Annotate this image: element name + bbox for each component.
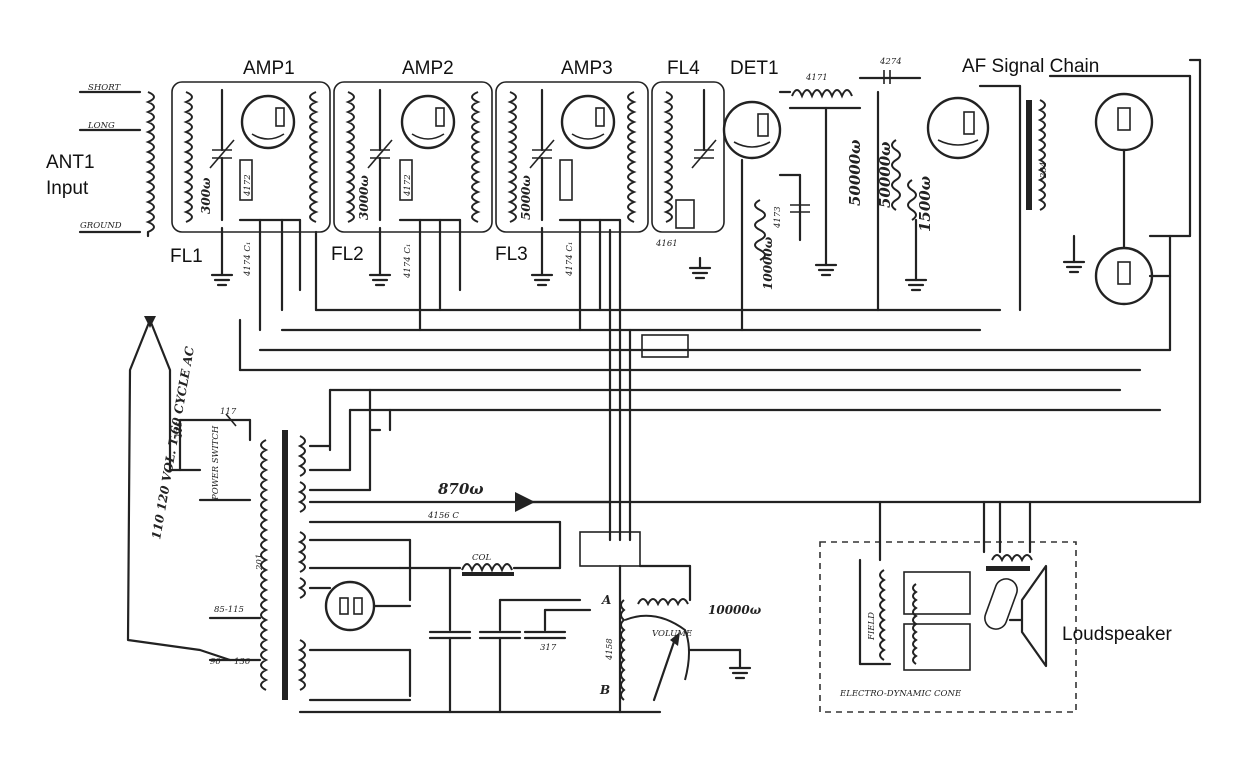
note-short: SHORT	[88, 83, 121, 93]
loudspeaker-unit	[819, 58, 1202, 713]
note-part-117: 117	[220, 407, 237, 417]
label-ant1: ANT1	[46, 152, 95, 173]
label-fl4: FL4	[667, 58, 700, 79]
label-ant1-input: Input	[46, 178, 89, 199]
label-fl2: FL2	[331, 244, 364, 265]
note-r2: 3000ω	[357, 175, 371, 220]
note-ground: GROUND	[80, 221, 122, 231]
note-r-volume: 10000ω	[708, 603, 762, 617]
stage-3	[495, 81, 649, 287]
power-section	[126, 316, 1002, 714]
block-labels: AMP1 AMP2 AMP3 FL4 DET1 AF Signal Chain …	[46, 56, 1173, 645]
note-cap-2: 4174 C₁	[403, 244, 413, 279]
label-amp3: AMP3	[561, 58, 613, 79]
note-tap-85: 85-115	[214, 605, 244, 615]
stage-2	[333, 81, 493, 287]
stage-4-detector	[651, 81, 862, 280]
note-c-4156: 4156 C	[427, 511, 459, 521]
label-af-signal-chain: AF Signal Chain	[962, 56, 1099, 77]
note-part-4158: 4158	[605, 638, 615, 661]
note-long: LONG	[87, 121, 115, 131]
note-r-main: 870ω	[438, 480, 484, 498]
note-r-det: 10000ω	[761, 236, 775, 290]
note-supply: 110 120 VOL. T-60 CYCLE AC	[149, 345, 197, 541]
note-field: FIELD	[867, 612, 877, 641]
bus-wiring	[238, 158, 1172, 542]
note-tap-130: 130	[234, 657, 251, 667]
label-fl3: FL3	[495, 244, 528, 265]
note-point-a: A	[601, 593, 611, 607]
note-cap-3: 4174 C₁	[565, 242, 575, 277]
note-part-coil: COL	[472, 553, 491, 563]
note-r-af3: 1500ω	[916, 176, 934, 232]
note-part-116: 116	[175, 421, 185, 438]
note-volume: VOLUME	[652, 629, 693, 639]
note-cap-1: 4174 C₁	[243, 242, 253, 277]
note-part-4173: 4173	[773, 206, 783, 229]
label-amp1: AMP1	[243, 58, 295, 79]
note-r3: 5000ω	[519, 175, 533, 220]
note-part-284: 284	[1039, 162, 1049, 179]
note-part-4172-b: 4172	[403, 174, 413, 197]
volume-section	[579, 531, 752, 714]
stage-1	[171, 81, 331, 287]
label-loudspeaker: Loudspeaker	[1062, 624, 1173, 645]
af-signal-chain	[858, 70, 1192, 352]
note-electro-dynamic: ELECTRO-DYNAMIC CONE	[839, 689, 962, 699]
note-point-b: B	[599, 683, 610, 697]
note-part-4161: 4161	[655, 239, 678, 249]
note-tap-90: 90	[210, 657, 221, 667]
label-fl1: FL1	[170, 246, 203, 267]
label-det1: DET1	[730, 58, 779, 79]
note-r-af1: 50000ω	[846, 140, 864, 206]
note-part-317: 317	[540, 643, 557, 653]
label-amp2: AMP2	[402, 58, 454, 79]
antenna-input-coil	[78, 90, 155, 238]
note-part-201: 201	[255, 554, 265, 571]
note-part-4274: 4274	[879, 57, 902, 67]
note-r1: 300ω	[199, 177, 213, 214]
note-r-af2: 50000ω	[876, 142, 894, 208]
note-part-4172-a: 4172	[243, 174, 253, 197]
note-power-switch: POWER SWITCH	[211, 425, 221, 501]
note-part-4171: 4171	[805, 73, 828, 83]
